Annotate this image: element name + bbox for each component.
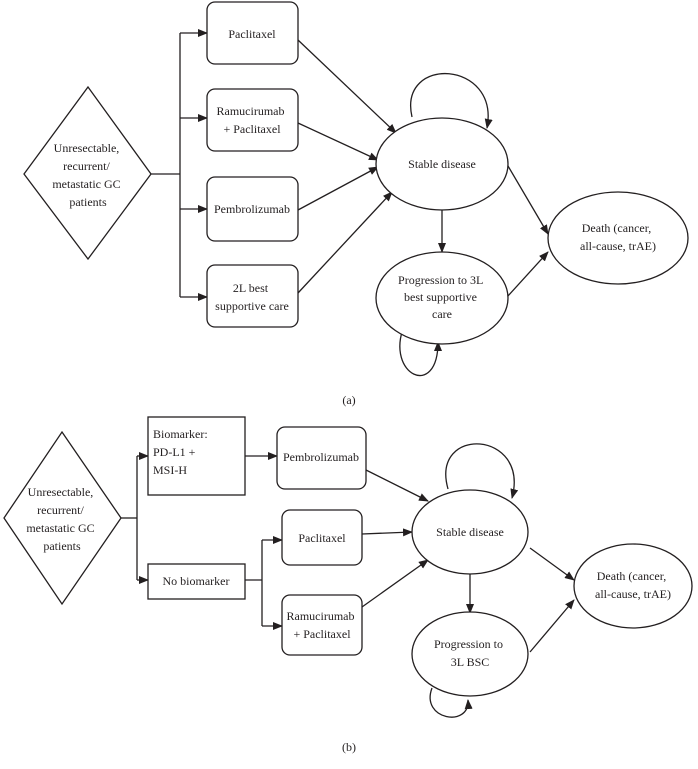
edge-ramucirumab-to-stable (297, 122, 379, 161)
caption-a: (a) (342, 393, 355, 407)
state-label-line: Death (cancer, (597, 569, 666, 583)
treatment-box-paclitaxel (206, 1, 299, 65)
state-progression-b (411, 611, 529, 697)
state-label-line: Progression to (434, 637, 503, 651)
edge-progression-self-loop-b (429, 687, 473, 718)
treatment-label-line: Pembrolizumab (283, 450, 359, 464)
treatment-label-line: Pembrolizumab (214, 202, 290, 216)
state-label-line: all-cause, trAE) (580, 239, 656, 253)
treatment-label-paclitaxel: Paclitaxel (228, 27, 276, 41)
start-label-a-line: recurrent/ (63, 159, 110, 173)
state-stable-disease-a (375, 117, 509, 211)
biomarker-label-line: Biomarker: (153, 427, 208, 441)
start-label-a-line: metastatic GC (52, 177, 120, 191)
treatment-label-ramucirumab-b: Ramucirumab + Paclitaxel (287, 609, 358, 641)
state-stable-label-b: Stable disease (436, 525, 504, 539)
diagram-a: Unresectable, recurrent/ metastatic GC p… (23, 1, 689, 407)
treatment-label-pembrolizumab: Pembrolizumab (214, 202, 290, 216)
edge-progression-self-loop (399, 325, 442, 377)
diagram-b-edges (121, 443, 575, 718)
start-label-a: Unresectable, recurrent/ metastatic GC p… (52, 141, 123, 209)
biomarker-label-line: MSI-H (153, 463, 187, 477)
edge-paclitaxel-to-stable-b (361, 528, 413, 537)
edge-paclitaxel-to-stable (297, 39, 397, 134)
start-label-b-line: Unresectable, (28, 485, 94, 499)
biomarker-label-line: PD-L1 + (153, 445, 196, 459)
edge-pembrolizumab-to-stable-b (365, 469, 429, 502)
treatment-label-pembrolizumab-b: Pembrolizumab (283, 450, 359, 464)
treatment-box-2l-bsc (206, 264, 299, 328)
no-biomarker-box (147, 563, 246, 600)
state-label-line: all-cause, trAE) (595, 587, 671, 601)
edge-stable-to-death (507, 165, 549, 235)
start-diamond-b (3, 430, 122, 606)
state-progression-label-a: Progression to 3L best supportive care (398, 273, 486, 321)
state-progression-a (375, 251, 509, 345)
state-label-line: 3L BSC (451, 655, 490, 669)
state-label-line: Stable disease (408, 157, 476, 171)
biomarker-label: Biomarker: PD-L1 + MSI-H (153, 427, 211, 477)
start-label-b-line: recurrent/ (37, 503, 84, 517)
edge-stable-self-loop (410, 73, 493, 129)
state-label-line: Death (cancer, (582, 221, 651, 235)
state-label-line: best supportive (404, 290, 477, 304)
biomarker-box (147, 416, 246, 496)
edge-stable-self-loop-b (445, 443, 519, 499)
start-label-a-line: patients (69, 195, 107, 209)
start-diamond-a (23, 85, 152, 261)
caption-b: (b) (342, 740, 356, 754)
edge-stable-to-death-b (529, 547, 575, 581)
treatment-label-line: supportive care (215, 299, 289, 313)
diagram-b: Unresectable, recurrent/ metastatic GC p… (3, 416, 693, 754)
treatment-label-line: + Paclitaxel (293, 627, 351, 641)
treatment-label-line: + Paclitaxel (223, 122, 281, 136)
state-death-label-b: Death (cancer, all-cause, trAE) (595, 569, 671, 601)
state-label-line: care (432, 307, 452, 321)
treatment-label-ramucirumab: Ramucirumab + Paclitaxel (217, 104, 288, 136)
treatment-box-ramucirumab-b (281, 594, 363, 656)
start-label-a-line: Unresectable, (54, 141, 120, 155)
state-stable-label-a: Stable disease (408, 157, 476, 171)
start-label-b-line: metastatic GC (26, 521, 94, 535)
state-death-b (573, 543, 693, 629)
start-label-b: Unresectable, recurrent/ metastatic GC p… (26, 485, 97, 553)
treatment-label-2l-bsc: 2L best supportive care (215, 281, 289, 313)
state-death-a (547, 191, 689, 285)
start-label-b-line: patients (43, 539, 81, 553)
state-label-line: Stable disease (436, 525, 504, 539)
edge-ramucirumab-to-stable-b (361, 559, 429, 608)
treatment-label-line: 2L best (233, 281, 269, 295)
state-stable-disease-b (411, 489, 529, 575)
treatment-label-paclitaxel-b: Paclitaxel (298, 531, 346, 545)
no-biomarker-label-line: No biomarker (163, 574, 230, 588)
state-death-label-a: Death (cancer, all-cause, trAE) (580, 221, 656, 253)
edge-progression-to-death-b (529, 599, 575, 653)
treatment-box-pembrolizumab-b (276, 426, 367, 490)
treatment-box-ramucirumab (206, 88, 299, 152)
treatment-box-paclitaxel-b (281, 509, 363, 566)
diagram-a-edges (151, 29, 549, 377)
state-label-line: Progression to 3L (398, 273, 483, 287)
edge-bsc-to-stable (297, 191, 393, 294)
edge-pembrolizumab-to-stable (297, 166, 379, 211)
state-progression-label-b: Progression to 3L BSC (434, 637, 506, 669)
treatment-label-line: Paclitaxel (298, 531, 346, 545)
treatment-label-line: Paclitaxel (228, 27, 276, 41)
treatment-label-line: Ramucirumab (217, 104, 285, 118)
edge-progression-to-death (507, 251, 549, 297)
no-biomarker-label: No biomarker (163, 574, 230, 588)
treatment-box-pembrolizumab (206, 176, 299, 242)
treatment-label-line: Ramucirumab (287, 609, 355, 623)
